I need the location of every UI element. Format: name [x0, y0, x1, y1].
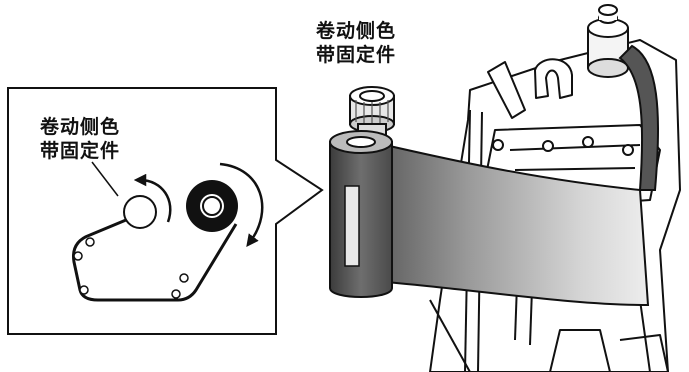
counterclockwise-arrow-icon — [133, 173, 172, 223]
inset-callout-panel — [7, 87, 324, 335]
ink-ribbon-sheet — [370, 140, 650, 307]
label-inset-line2: 带固定件 — [40, 140, 121, 162]
label-main-line2: 带固定件 — [316, 44, 397, 66]
label-main-line1: 卷动侧色 — [316, 20, 397, 42]
lever-arm — [487, 61, 526, 119]
hook-bracket — [534, 58, 573, 99]
inset-supply-roll — [186, 180, 238, 232]
clockwise-arrow-icon — [219, 162, 264, 248]
inset-take-up-roller — [123, 195, 157, 229]
ribbon-over-top — [618, 44, 660, 191]
take-up-holder-label-main: 卷动侧色 带固定件 — [316, 19, 396, 67]
supply-spindle-knob — [587, 4, 629, 78]
inset-ribbon-path — [72, 218, 238, 302]
take-up-ribbon-roll — [329, 86, 395, 298]
take-up-holder-label-inset: 卷动侧色 带固定件 — [40, 115, 120, 163]
label-inset-line1: 卷动侧色 — [40, 116, 121, 138]
